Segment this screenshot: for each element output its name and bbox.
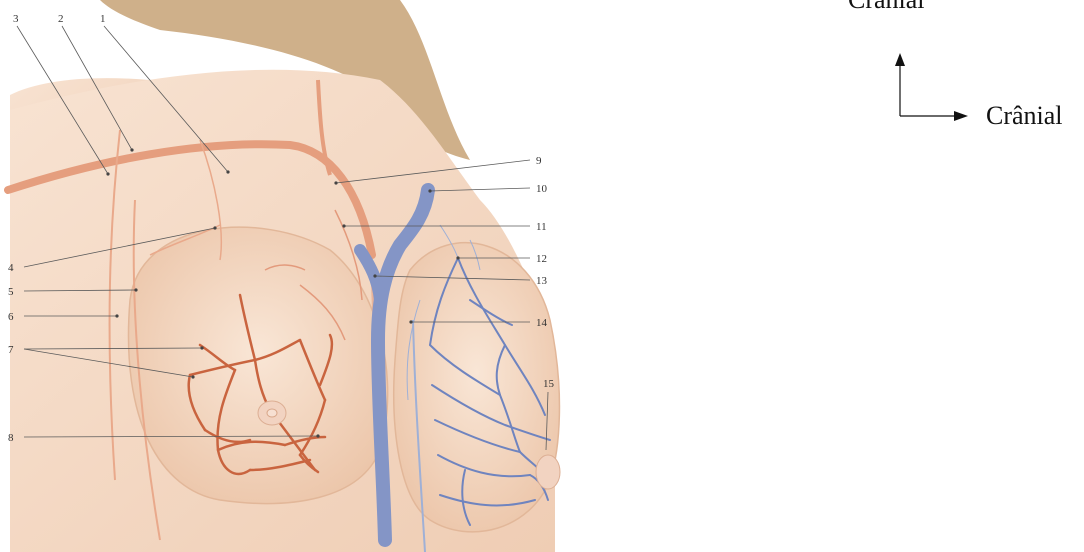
- left-nipple-center: [267, 409, 277, 417]
- label-13: 13: [536, 275, 548, 287]
- label-15: 15: [543, 378, 555, 390]
- orientation-label-top: Crânial: [848, 0, 925, 13]
- label-6: 6: [8, 311, 14, 323]
- label-5: 5: [8, 286, 14, 298]
- label-10: 10: [536, 183, 548, 195]
- breast-vasculature-illustration: 1 2 3 4 5 6 7 8 9 10 11 12 13 14 15: [0, 0, 580, 552]
- orientation-arrows: [888, 50, 978, 130]
- label-9: 9: [536, 155, 542, 167]
- label-3: 3: [13, 13, 19, 25]
- label-14: 14: [536, 317, 548, 329]
- label-12: 12: [536, 253, 547, 265]
- label-7: 7: [8, 344, 14, 356]
- arrow-up-icon: [895, 53, 905, 66]
- right-breast-shape: [394, 243, 560, 532]
- label-11: 11: [536, 221, 547, 233]
- arrow-right-icon: [954, 111, 968, 121]
- right-nipple: [536, 455, 560, 489]
- label-1: 1: [100, 13, 106, 25]
- label-2: 2: [58, 13, 64, 25]
- label-4: 4: [8, 262, 14, 274]
- left-breast-shape: [128, 227, 387, 503]
- label-8: 8: [8, 432, 14, 444]
- orientation-label-right: Crânial: [986, 103, 1063, 129]
